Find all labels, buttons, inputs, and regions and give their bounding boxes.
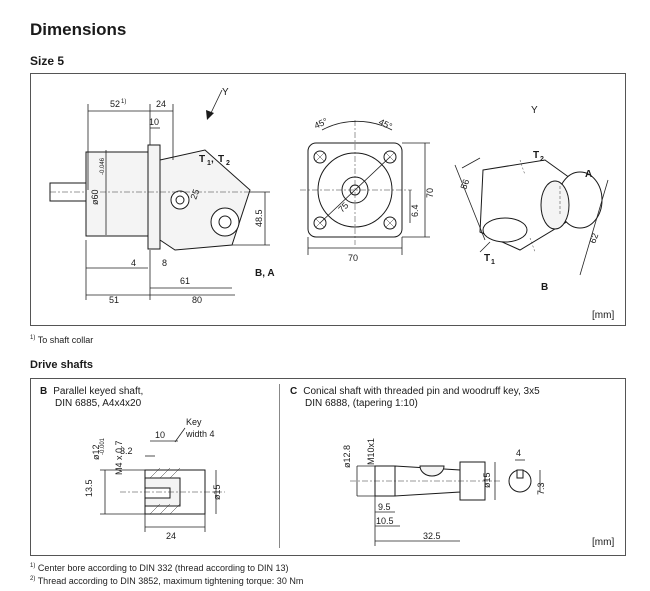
dim-4: 4 [131,258,136,268]
shaft-b-dim-15: ø15 [212,484,222,500]
dim-24: 24 [156,99,166,109]
shaft-b-dim-3-2: 3.2 [120,446,133,456]
shaft-b-thread: M4 x 0.7 [114,440,124,475]
dim-80: 80 [192,295,202,305]
dim-8: 8 [162,258,167,268]
svg-text:T: T [218,154,224,165]
shaft-b-key-label-1: Key [186,417,202,427]
unit-label-main: [mm] [592,310,614,321]
section-subtitle: Size 5 [30,54,65,68]
shaft-c-dim-12-8: ø12.8 [342,445,352,468]
drive-shafts-heading: Drive shafts [30,359,93,371]
shaft-c-thread: M10x1 [366,438,376,465]
front-view-drawing [300,120,430,255]
shaft-b-dim-10: 10 [155,430,165,440]
dim-61: 61 [180,276,190,286]
footnote-thread: 2) Thread according to DIN 3852, maximum… [30,576,304,586]
dim-6-4: 6.4 [410,204,420,217]
svg-text:2: 2 [540,156,544,163]
shaft-b-dim-12-tol: -0.001 [100,437,106,455]
svg-text:,: , [211,154,214,165]
shaft-b-dim-24: 24 [166,531,176,541]
svg-text:1: 1 [207,160,211,167]
side-view-drawing [49,89,270,300]
dim-60-tol: -0.046 [100,157,106,175]
shaft-c-dim-7-3: 7.3 [536,482,546,495]
view-y-left-label: Y [222,87,229,98]
shaft-c-drawing [350,459,541,546]
dim-52-sup: 1) [121,99,126,105]
dim-52: 52 [110,99,120,109]
dim-51: 51 [109,295,119,305]
port-label-a-right: A [585,169,592,180]
svg-text:T: T [533,150,539,161]
svg-text:1: 1 [491,259,495,266]
iso-view-drawing [454,157,609,276]
shaft-c-dim-9-5: 9.5 [378,502,391,512]
port-label-b-a: B, A [255,268,275,279]
shaft-b-key-label-2: width 4 [185,429,215,439]
dim-62: 62 [587,232,600,245]
shaft-b-dim-12: ø12 [91,444,101,460]
svg-text:T: T [199,154,205,165]
drive-shafts-divider [279,384,280,548]
dim-25: 25 [188,188,201,201]
dim-70-horizontal: 70 [348,253,358,263]
svg-text:2: 2 [226,160,230,167]
port-label-t1-t2: T 1 , T 2 [199,154,230,167]
page-title: Dimensions [30,20,127,39]
dim-48-5: 48.5 [254,209,264,227]
view-y-right-label: Y [531,105,538,116]
dim-70-vertical: 70 [425,188,435,198]
dim-60: ø60 [90,189,100,205]
shaft-c-dim-4: 4 [516,448,521,458]
footnote-shaft-collar: 1) To shaft collar [30,335,94,345]
shaft-b-drawing [100,427,225,532]
shaft-c-dim-32-5: 32.5 [423,531,441,541]
shaft-b-dim-13-5: 13.5 [84,479,94,497]
dim-10: 10 [149,117,159,127]
shaft-c-dim-15: ø15 [482,472,492,488]
port-label-b-right: B [541,282,548,293]
drive-shafts-box [30,378,626,556]
dim-56: 56 [458,178,471,191]
shaft-c-dim-10-5: 10.5 [376,516,394,526]
svg-text:T: T [484,253,490,264]
unit-label-shafts: [mm] [592,537,614,548]
port-label-t2-right: T 2 [533,150,544,163]
footnote-center-bore: 1) Center bore according to DIN 332 (thr… [30,563,289,573]
port-label-t1-right: T 1 [484,253,495,266]
